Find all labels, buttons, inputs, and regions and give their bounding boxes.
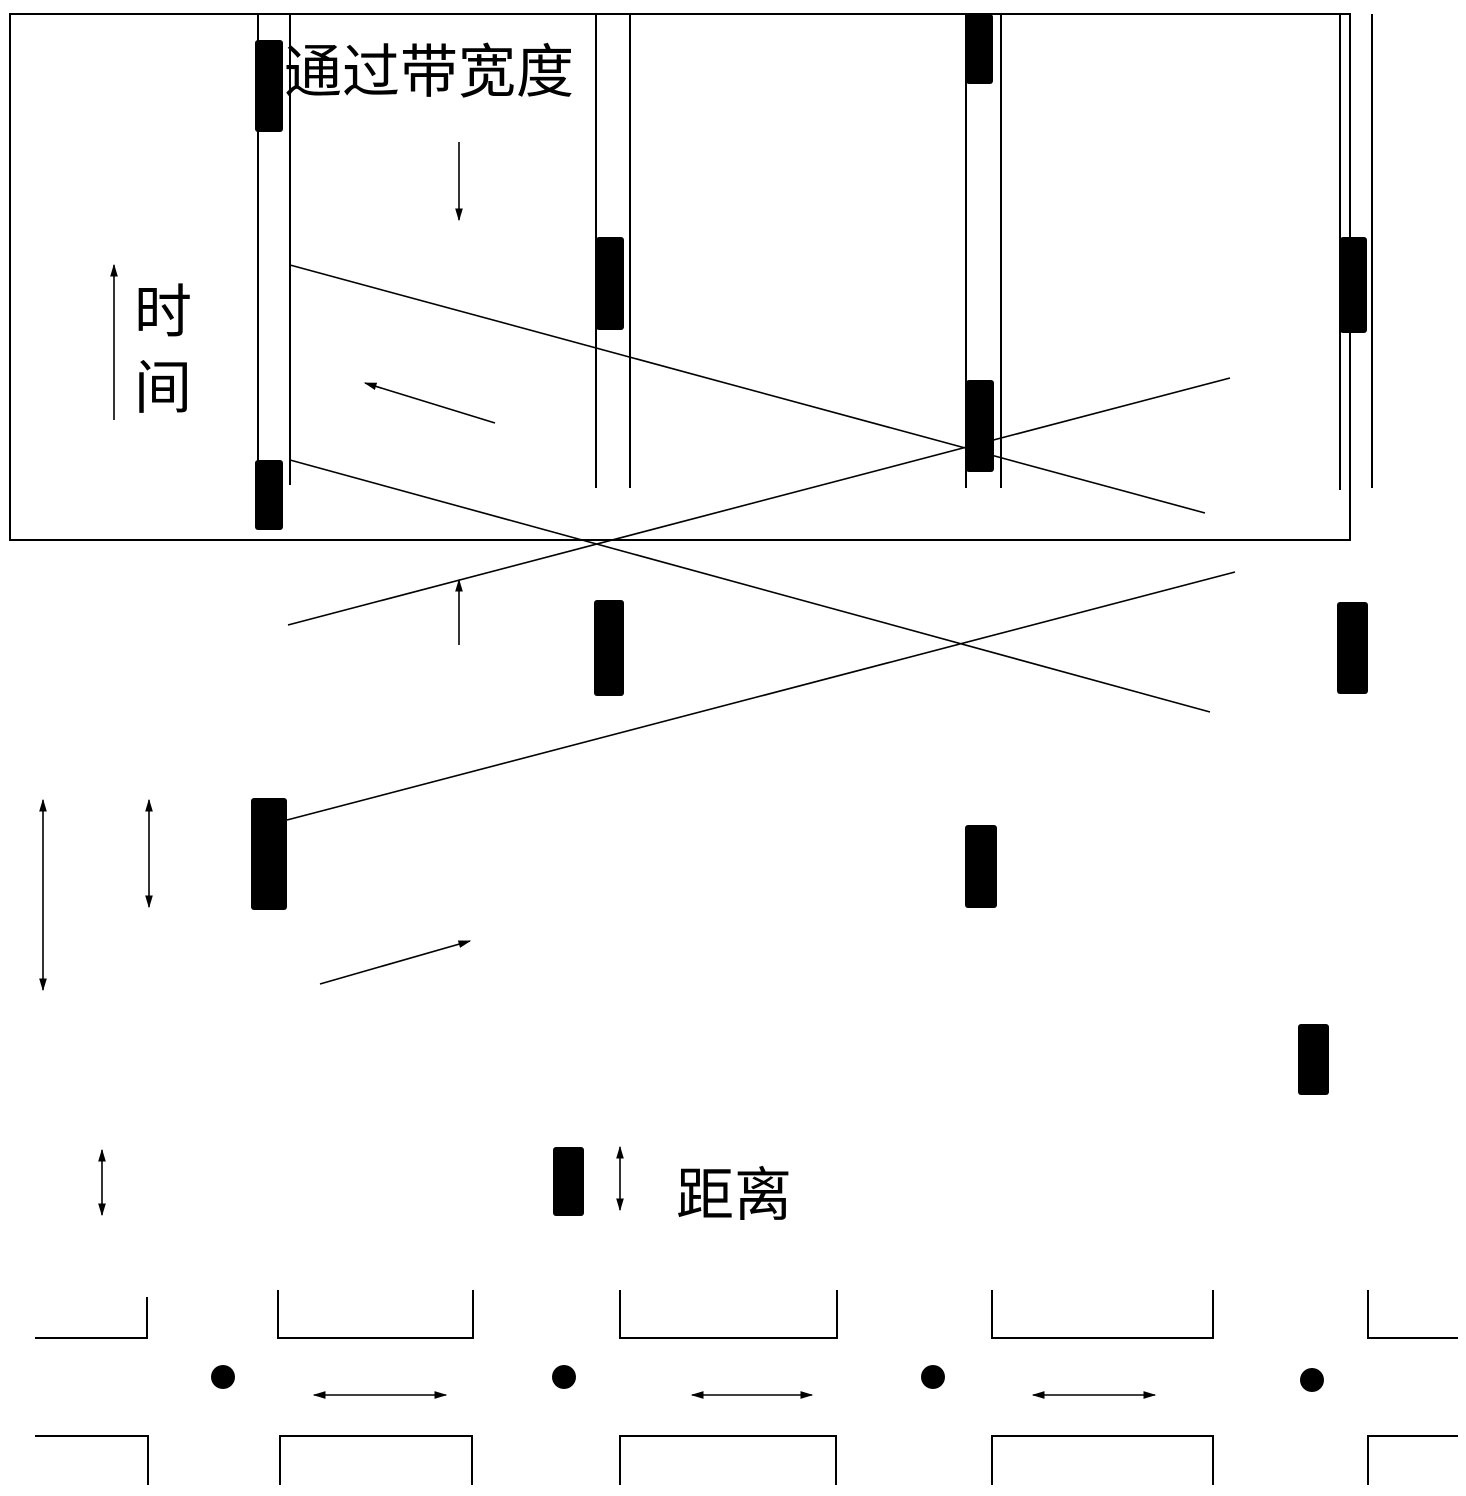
- intersection-signal-icon: [921, 1365, 945, 1389]
- northbound-direction-arrow-icon: [319, 940, 472, 985]
- road-plan: [35, 1290, 1458, 1485]
- bandwidth-highlight-box: [9, 13, 1351, 541]
- southbound-direction-arrow-icon: [363, 382, 496, 424]
- time-label-1: 时: [134, 278, 192, 346]
- bandwidth-label: 通过带宽度: [284, 38, 574, 106]
- distance-label: 距离: [676, 1161, 792, 1229]
- red-phase-bars: [251, 14, 1368, 1216]
- time-label-2: 间: [134, 354, 192, 422]
- intersection-signal-icon: [552, 1365, 576, 1389]
- progression-band-lines: [286, 264, 1236, 821]
- intersection-signal-icon: [211, 1365, 235, 1389]
- intersection-signal-icon: [1300, 1368, 1324, 1392]
- arrows: [39, 142, 1157, 1399]
